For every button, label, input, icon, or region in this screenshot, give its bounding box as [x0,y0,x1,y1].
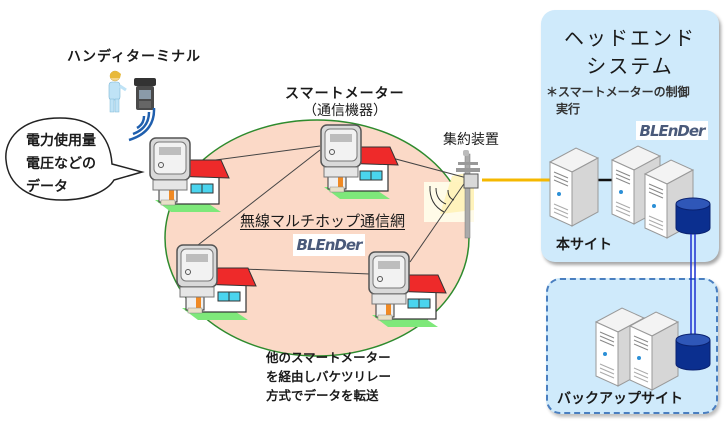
logo-text: BLEnDer [296,236,363,254]
smart-meter-label: スマートメーター [285,86,405,102]
head-end-note-line: ＊スマートメーターの制御 [546,85,690,99]
worker-icon [108,70,127,113]
concentrator-label: 集約装置 [443,132,499,148]
replication-link [690,234,696,334]
backup-database-icon [675,333,711,371]
wireless-signal-icon [128,107,156,142]
smart-meter-sublabel: （通信機器） [303,103,387,119]
speech-bubble-line: 電圧などの [26,156,96,172]
head-end-database-icon [675,197,711,235]
speech-bubble-text: 電力使用量 電圧などの データ [26,130,96,199]
relay-note-line: 方式でデータを転送 [266,388,379,403]
relay-note: 他のスマートメーター を経由しバケツリレー 方式でデータを転送 [266,348,391,405]
concentrator-pole-icon [456,150,480,239]
speech-bubble-shape [5,117,145,201]
backup-site-label: バックアップサイト [557,391,683,407]
speech-bubble-line: データ [26,179,68,195]
head-end-note-line: 実行 [556,102,581,116]
link-meter4-concentrator [409,177,469,263]
handy-terminal-label: ハンディターミナル [67,49,202,65]
head-end-server-1 [549,147,599,227]
link-meter2-meter3 [197,149,321,246]
speech-bubble-line: 電力使用量 [26,133,96,149]
mesh-blender-logo: BLEnDer [293,234,365,256]
head-end-title: ヘッドエンド システム [560,24,700,80]
head-end-title-line: ヘッドエンド [564,26,696,50]
handy-terminal-icon [134,78,156,110]
head-end-blender-logo: BLEnDer [636,121,708,140]
main-site-label: 本サイト [556,237,612,253]
head-end-title-line: システム [586,54,674,78]
logo-text: BLEnDer [639,121,706,140]
backup-server-2 [629,311,679,391]
relay-note-line: 他のスマートメーター [266,350,391,365]
head-end-note: ＊スマートメーターの制御 実行 [546,84,690,118]
relay-note-line: を経由しバケツリレー [266,369,392,384]
concentrator-signal-icon [429,185,455,213]
mesh-network-label: 無線マルチホップ通信網 [240,212,406,230]
